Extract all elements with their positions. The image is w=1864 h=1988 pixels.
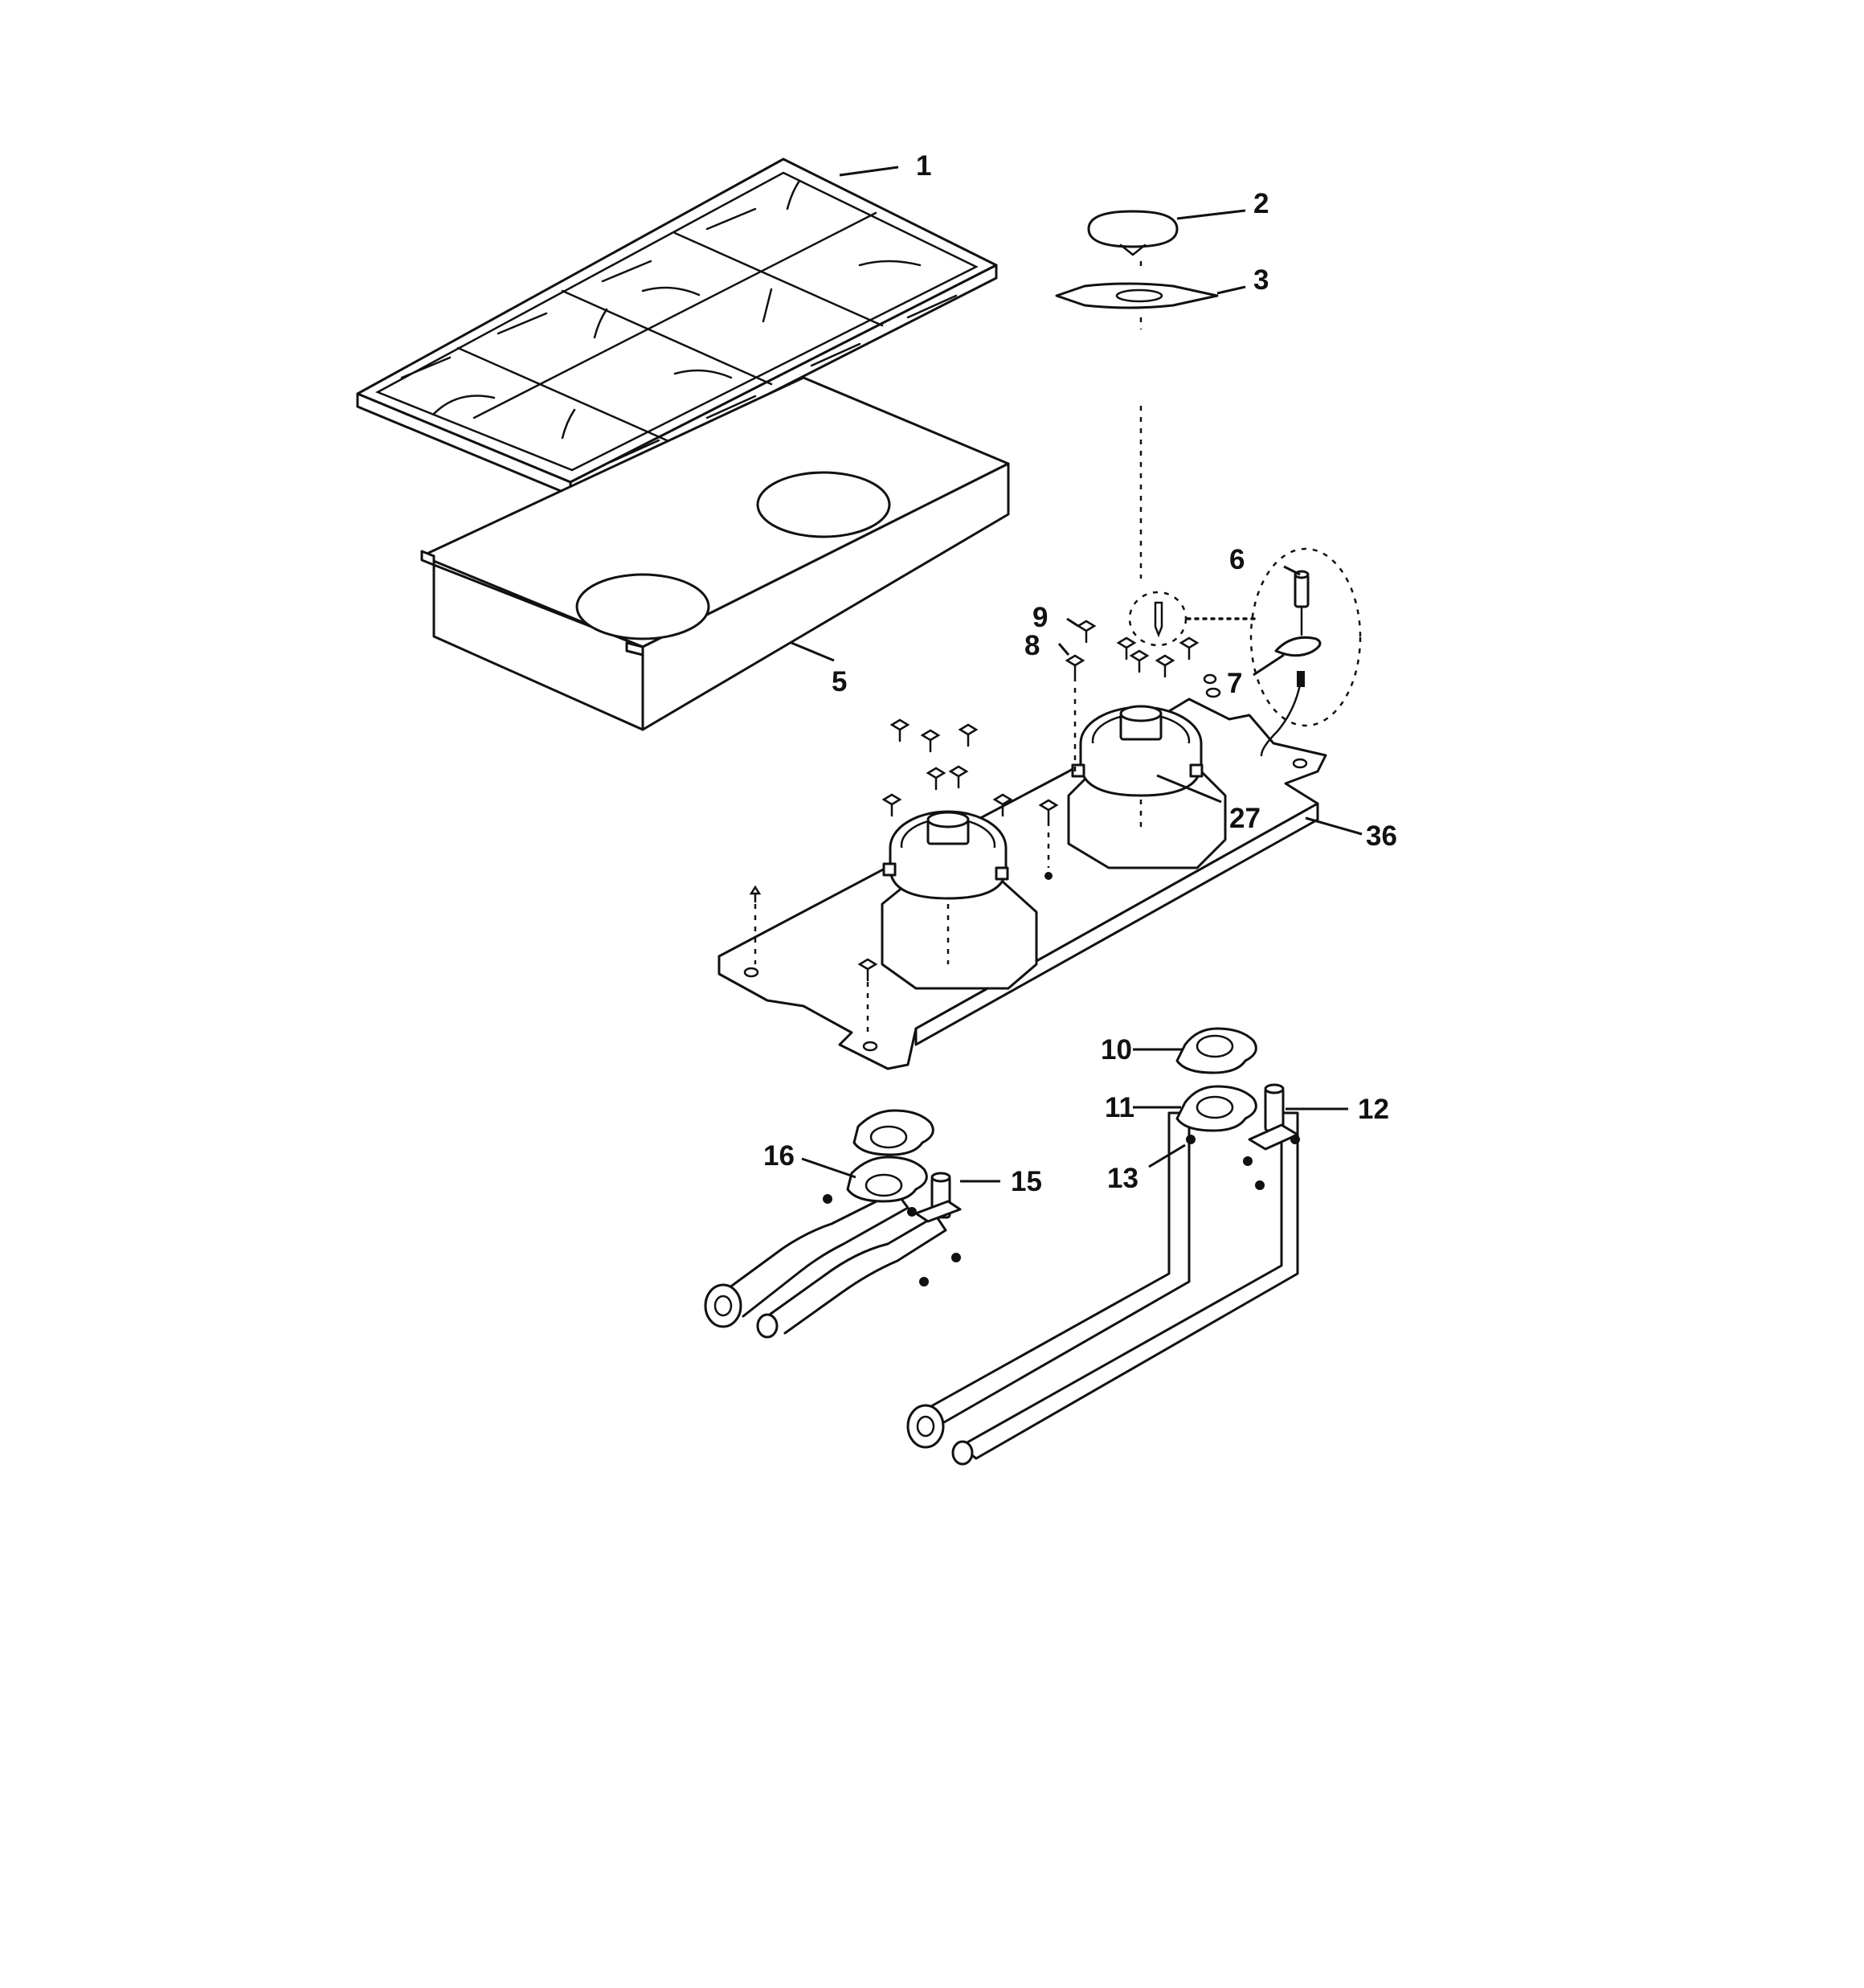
callout-labels: 1 2 3 5 6 7 8 9 10 11 12 13 15 16 27 36: [763, 150, 1397, 1197]
callout-16: 16: [763, 1140, 795, 1172]
callout-12: 12: [1358, 1094, 1389, 1125]
callout-6: 6: [1229, 544, 1245, 575]
callout-36: 36: [1366, 820, 1397, 852]
callout-15: 15: [1011, 1166, 1042, 1197]
burner-cap: [1087, 210, 1179, 256]
igniter-detail: [1128, 547, 1362, 757]
left-burner-housing: [881, 810, 1038, 990]
callout-27: 27: [1229, 803, 1261, 834]
right-burner-tubes: [906, 1027, 1300, 1466]
right-burner-housing: [1067, 705, 1227, 869]
callout-8: 8: [1024, 630, 1040, 661]
callout-1: 1: [916, 150, 931, 182]
callout-13: 13: [1107, 1163, 1138, 1194]
burner-box: [420, 376, 1010, 731]
callout-7: 7: [1227, 668, 1242, 699]
callout-11: 11: [1105, 1092, 1134, 1123]
callout-10: 10: [1101, 1034, 1132, 1066]
left-burner-tubes: [704, 1109, 962, 1339]
callout-2: 2: [1253, 188, 1269, 219]
callout-5: 5: [832, 666, 847, 697]
screws: [749, 620, 1200, 1037]
callout-9: 9: [1032, 602, 1048, 633]
burner-spreader: [1055, 282, 1219, 309]
leader-lines: [791, 166, 1363, 1183]
callout-3: 3: [1253, 264, 1269, 296]
burner-base-pan: [717, 687, 1327, 1070]
